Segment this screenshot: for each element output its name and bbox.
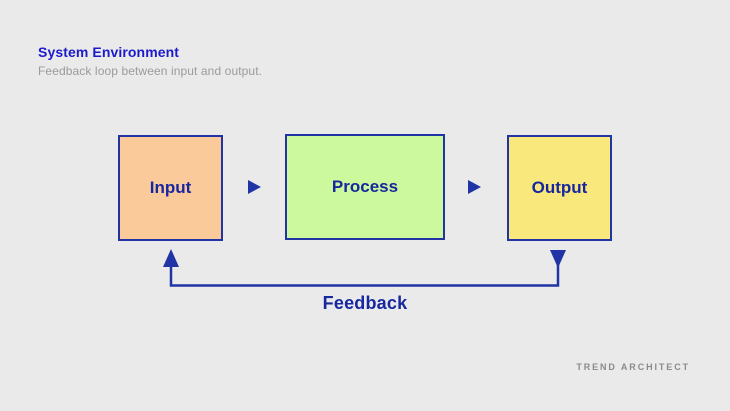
feedback-arrow-up-icon <box>163 249 179 267</box>
feedback-label: Feedback <box>322 293 408 313</box>
page-title: System Environment <box>38 44 180 60</box>
brand-logo: TREND ARCHITECT <box>576 362 690 372</box>
node-output-label: Output <box>531 178 588 197</box>
node-input-label: Input <box>149 178 192 197</box>
node-process-label: Process <box>331 177 399 196</box>
arrow-process-to-output-icon <box>468 180 481 194</box>
feedback-loop-line <box>169 258 560 287</box>
node-process: Process <box>285 134 445 240</box>
feedback-arrow-down-icon <box>550 250 566 268</box>
node-input: Input <box>118 135 223 241</box>
node-output: Output <box>507 135 612 241</box>
page-subtitle: Feedback loop between input and output. <box>38 64 263 78</box>
arrow-input-to-process-icon <box>248 180 261 194</box>
